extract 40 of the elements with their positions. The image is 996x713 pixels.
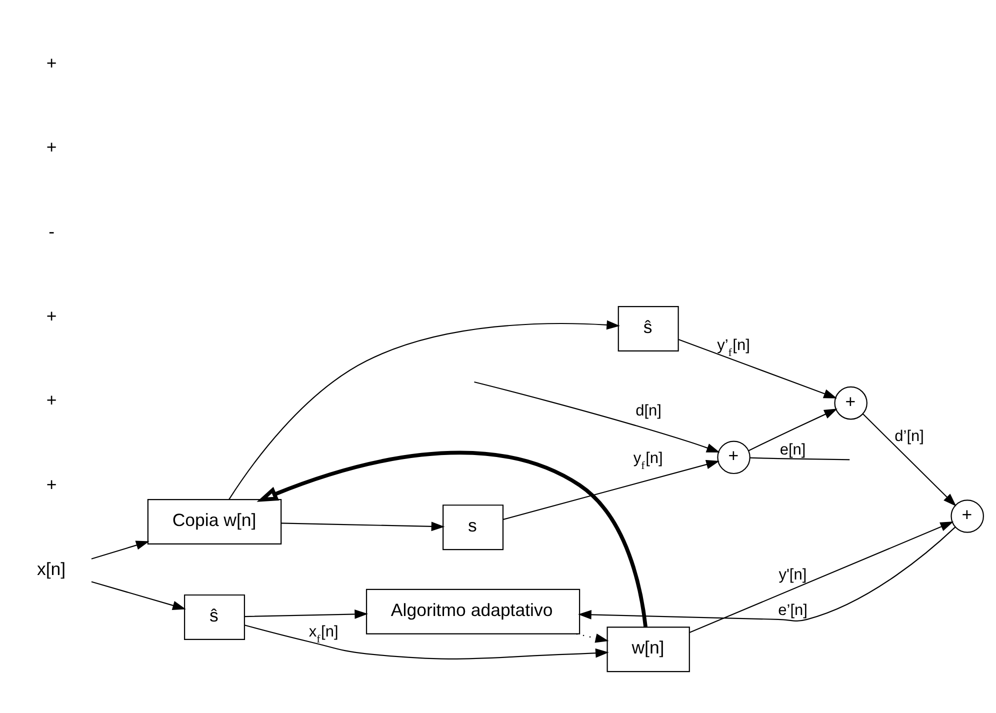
arrow: [503, 459, 720, 520]
label: +: [46, 52, 57, 72]
edge-label: e’[n]: [778, 602, 808, 619]
node-box: ŝ: [618, 305, 679, 351]
edge-label: y’$_{f}$[n]: [717, 336, 750, 359]
label: -: [48, 221, 55, 241]
arrow: [228, 320, 620, 500]
node-text: x[n]: [36, 558, 66, 578]
edge-label: x$_{f}$[n]: [308, 622, 338, 645]
edge-label: e[n]: [780, 440, 806, 458]
node-box: Algoritmo adaptativo: [366, 588, 580, 634]
node-box: s: [442, 504, 504, 550]
node-box: Copia w[n]: [147, 498, 282, 544]
edge-label: y'[n]: [778, 566, 807, 584]
arrow: [281, 521, 445, 531]
arrow: [244, 609, 368, 618]
arrow: [256, 450, 648, 627]
node-circle: +: [834, 386, 868, 420]
label: +: [46, 474, 57, 494]
node-circle: +: [950, 499, 984, 532]
label: +: [46, 390, 57, 410]
arrow: [91, 540, 150, 559]
edge-label: d[n]: [636, 402, 662, 419]
arrow: [474, 380, 720, 452]
edge-label: d’[n]: [894, 427, 924, 444]
arrow: [244, 624, 609, 659]
arrow: [862, 413, 956, 506]
node-circle: +: [717, 440, 750, 474]
arrow: [578, 526, 956, 621]
arrow: [689, 521, 954, 633]
node-box: ŝ: [184, 594, 246, 640]
arrow: [678, 338, 838, 398]
node-box: w[n]: [606, 626, 690, 672]
arrow: [91, 580, 186, 610]
arrow: [748, 408, 838, 451]
edge-label: y$_{f}$[n]: [633, 450, 663, 472]
label: +: [46, 136, 57, 157]
arrow: [576, 632, 609, 642]
label: +: [46, 305, 57, 326]
connector: [750, 456, 850, 460]
